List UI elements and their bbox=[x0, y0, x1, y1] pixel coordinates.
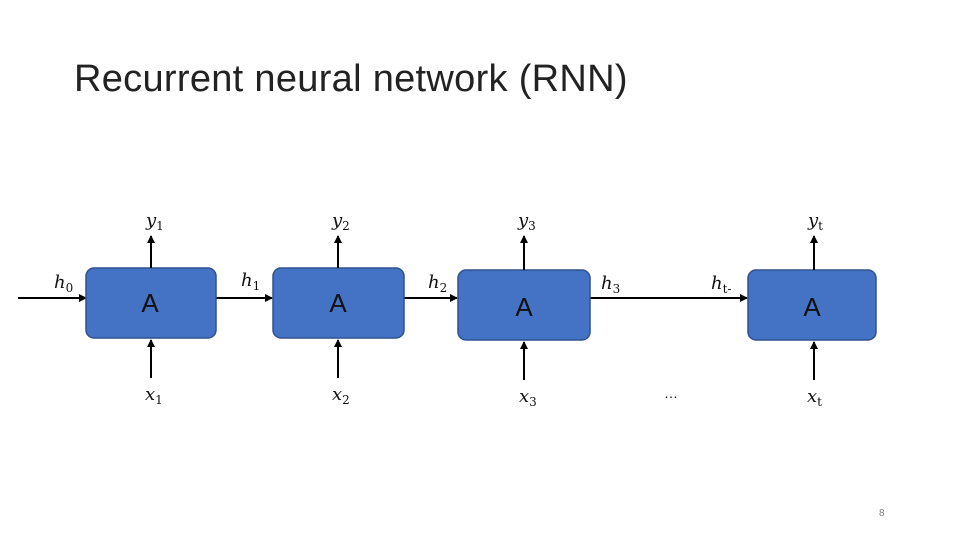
input-label-x2: x2 bbox=[332, 384, 350, 407]
cell-label: A bbox=[515, 292, 533, 322]
hidden-label-h1: h1 bbox=[241, 270, 260, 293]
rnn-cell-1: A bbox=[85, 267, 217, 339]
hidden-label-h3: h3 bbox=[601, 273, 620, 296]
output-label-yt: yt bbox=[807, 210, 823, 233]
hidden-label-h0: h0 bbox=[54, 272, 73, 295]
sequence-ellipsis: … bbox=[664, 385, 678, 401]
cell-label: A bbox=[803, 292, 821, 322]
hidden-label-ht: ht- bbox=[711, 273, 731, 296]
hidden-label-h2: h2 bbox=[428, 272, 447, 295]
cell-label: A bbox=[141, 288, 159, 318]
input-label-x3: x3 bbox=[519, 386, 537, 409]
slide-title: Recurrent neural network (RNN) bbox=[74, 58, 628, 100]
rnn-cell-t: A bbox=[747, 269, 877, 341]
rnn-cell-3: A bbox=[457, 269, 591, 341]
output-label-y2: y2 bbox=[331, 210, 350, 233]
input-label-x1: x1 bbox=[145, 384, 163, 407]
input-label-xt: xt bbox=[807, 386, 822, 409]
cell-label: A bbox=[329, 288, 347, 318]
rnn-cell-2: A bbox=[272, 267, 405, 339]
output-label-y1: y1 bbox=[145, 210, 164, 233]
page-number: 8 bbox=[879, 508, 885, 519]
output-label-y3: y3 bbox=[517, 210, 536, 233]
